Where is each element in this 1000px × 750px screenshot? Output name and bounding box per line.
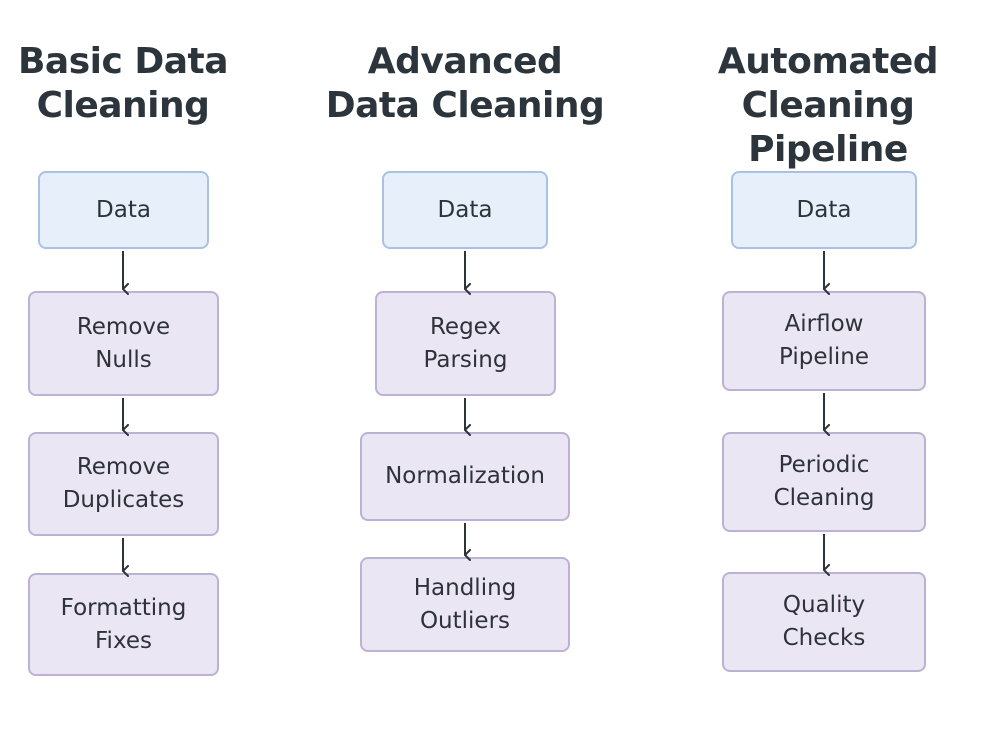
node-remove-nulls: Remove Nulls [28, 291, 219, 396]
column-title-basic: Basic Data Cleaning [17, 41, 229, 126]
node-basic-data: Data [38, 171, 209, 249]
node-formatting-fixes: Formatting Fixes [28, 573, 219, 676]
column-title-automated: Automated Cleaning Pipeline [717, 41, 939, 170]
node-remove-duplicates: Remove Duplicates [28, 432, 219, 536]
node-periodic-cleaning: Periodic Cleaning [722, 432, 926, 532]
node-advanced-data: Data [382, 171, 548, 249]
node-quality-checks: Quality Checks [722, 572, 926, 672]
node-automated-data: Data [731, 171, 917, 249]
column-title-advanced: Advanced Data Cleaning [325, 41, 605, 126]
node-airflow-pipeline: Airflow Pipeline [722, 291, 926, 391]
node-handling-outliers: Handling Outliers [360, 557, 570, 652]
node-normalization: Normalization [360, 432, 570, 521]
node-regex-parsing: Regex Parsing [375, 291, 556, 396]
